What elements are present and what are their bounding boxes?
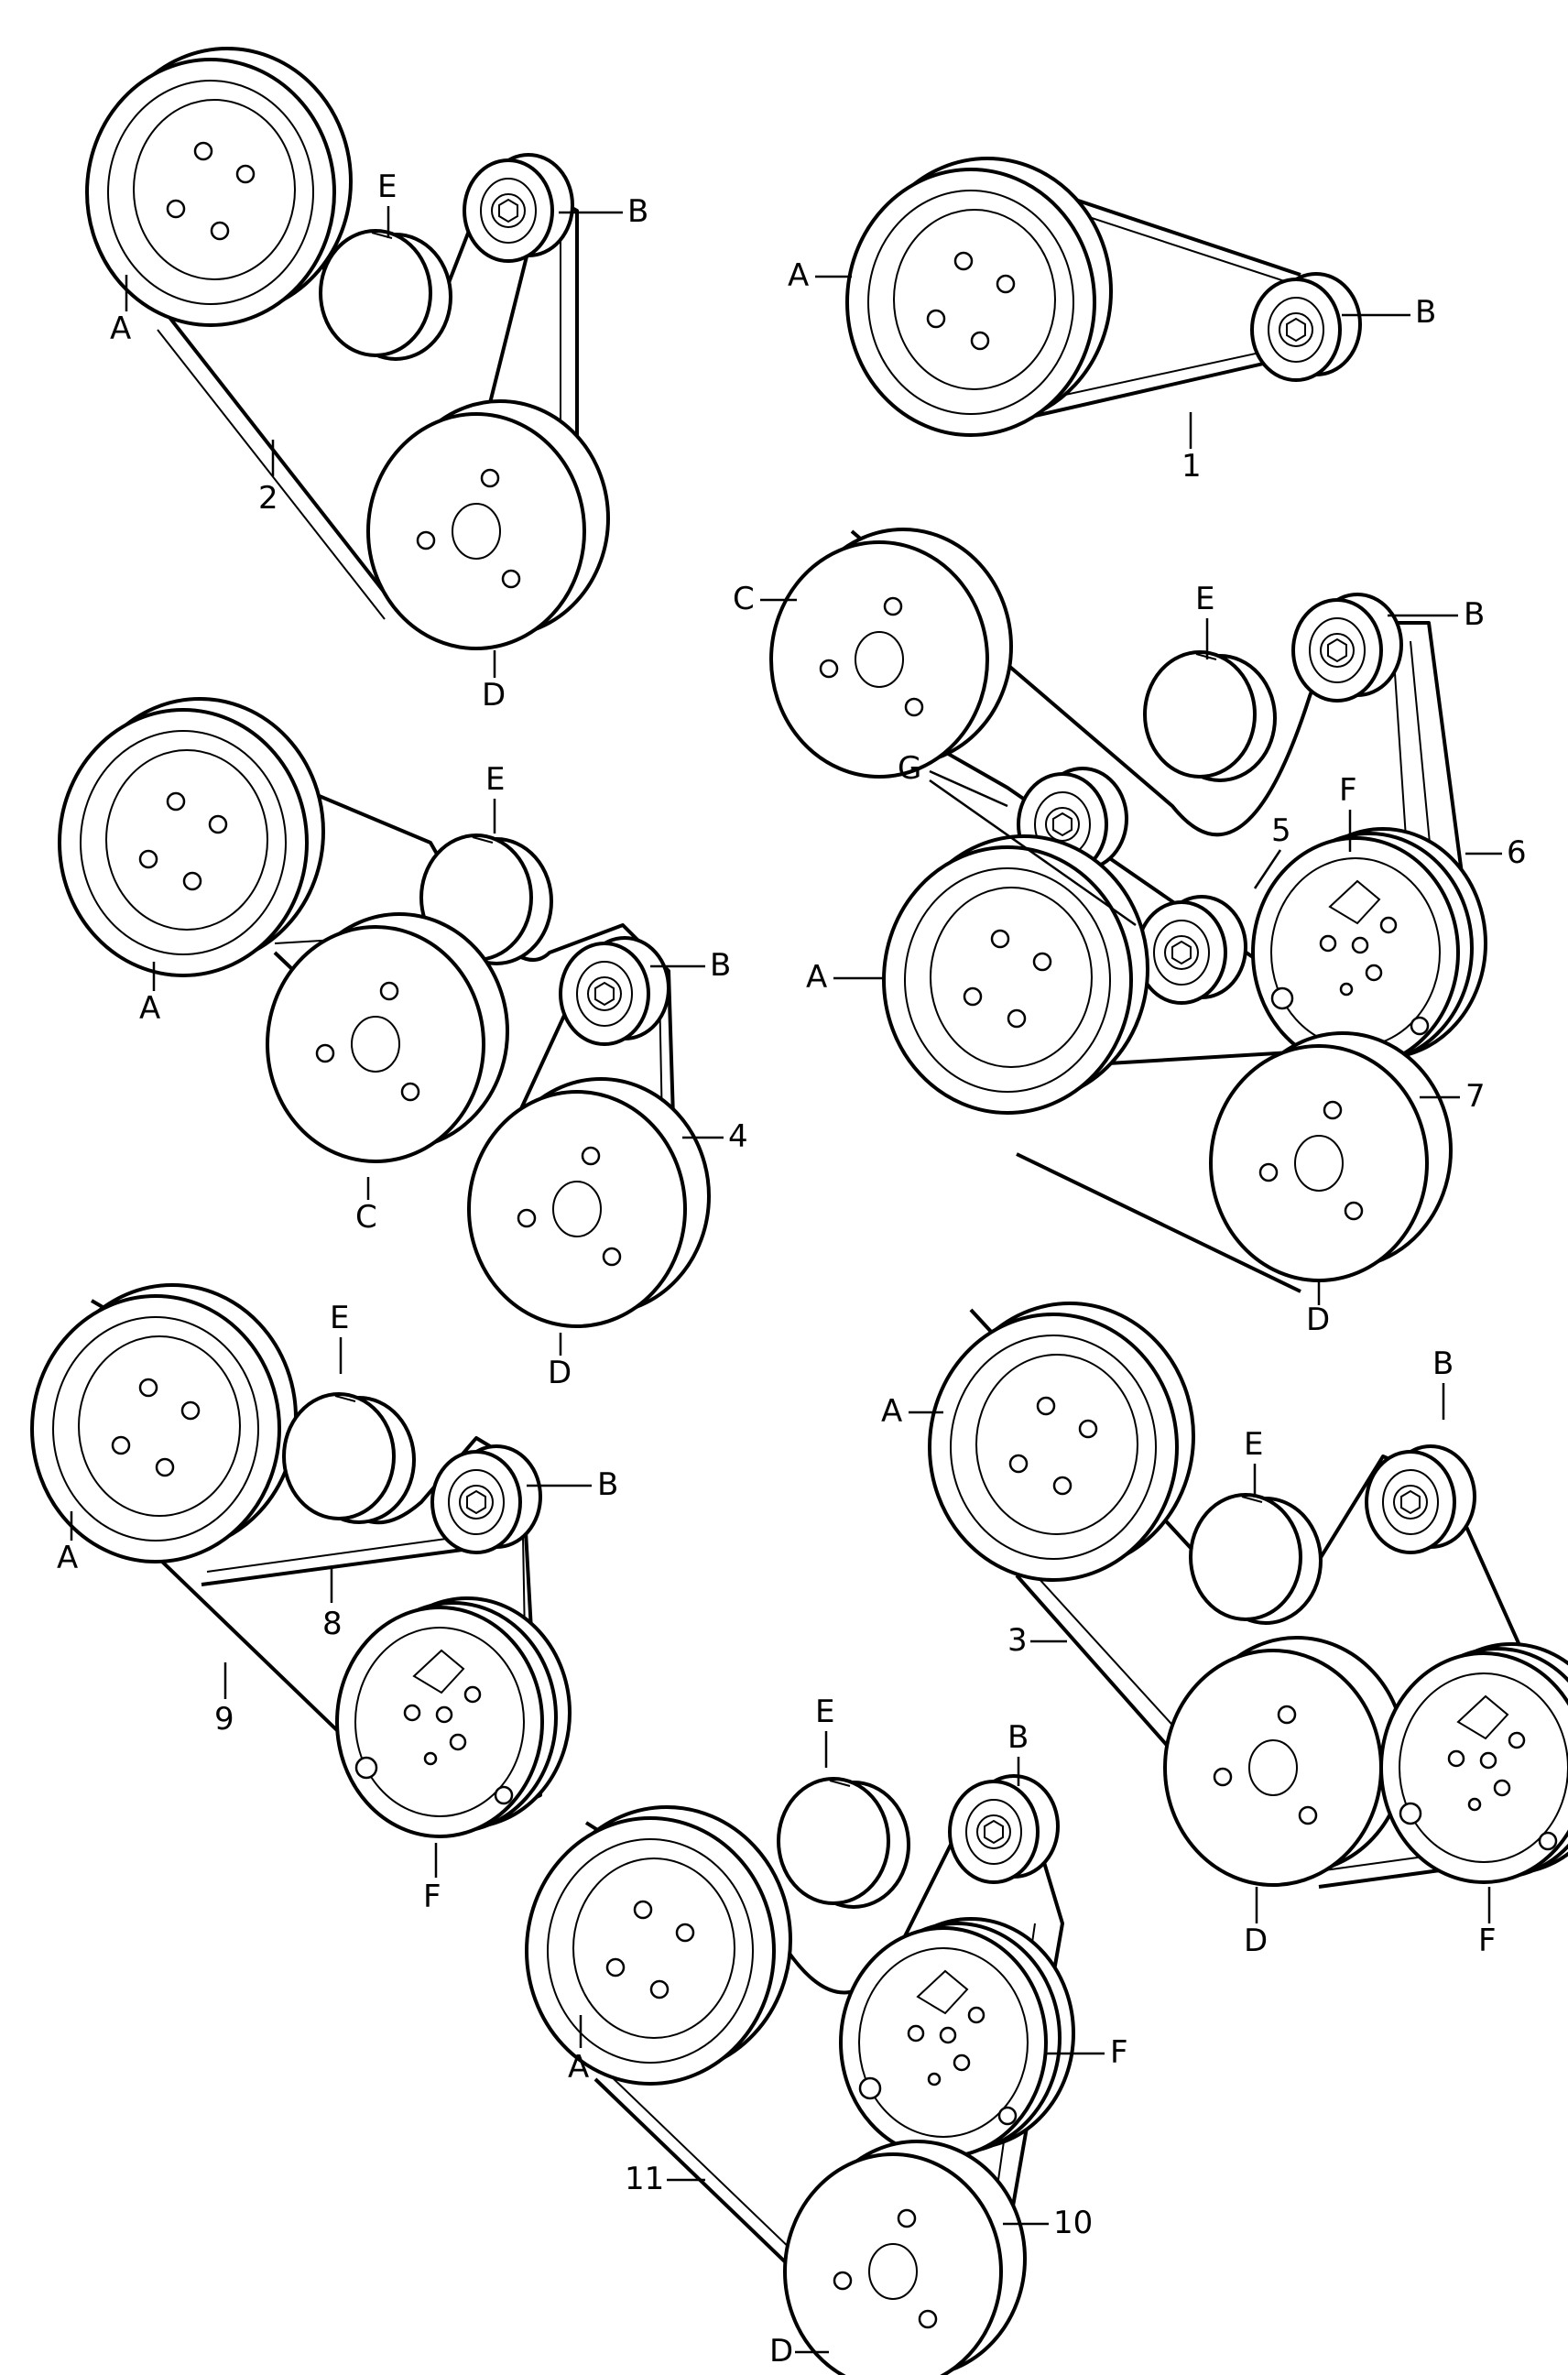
label-e-2: E [377, 169, 397, 205]
label-f-7: F [1110, 2034, 1128, 2071]
label-f-6: F [1478, 1923, 1497, 1959]
label-a-1: A [788, 257, 809, 294]
label-belt-5: 5 [1271, 812, 1291, 849]
label-belt-7: 7 [1465, 1078, 1486, 1115]
label-belt-6: 6 [1507, 834, 1527, 871]
label-belt-3: 3 [1007, 1622, 1028, 1659]
layout-belt-1 [845, 157, 1362, 437]
label-belt-11: 11 [625, 2161, 664, 2197]
label-a-2: A [110, 310, 131, 347]
label-d-7: D [769, 2333, 793, 2370]
layout-belt-3 [928, 1302, 1568, 1889]
label-belt-10: 10 [1053, 2205, 1093, 2241]
label-belt-2: 2 [258, 480, 278, 517]
label-f-3: F [1339, 772, 1357, 809]
layout-belts-10-11 [525, 1774, 1075, 2375]
label-b-6: B [1432, 1345, 1454, 1382]
label-f-5: F [423, 1879, 441, 1915]
label-g-3: G [898, 750, 921, 787]
label-a-7: A [568, 2049, 589, 2086]
label-b-4: B [710, 947, 731, 984]
label-b-2: B [627, 193, 648, 230]
label-a-5: A [57, 1540, 78, 1576]
label-d-4: D [548, 1355, 572, 1391]
label-e-7: E [815, 1694, 834, 1730]
label-belt-1: 1 [1181, 448, 1202, 485]
label-belt-9: 9 [214, 1701, 234, 1738]
layout-belt-4 [58, 697, 711, 1328]
layout-belt-2 [85, 47, 610, 650]
layout-belts-5-6-7 [769, 528, 1487, 1293]
label-e-6: E [1244, 1426, 1263, 1463]
label-a-3: A [806, 959, 827, 996]
layout-belts-8-9 [30, 1283, 572, 1838]
label-d-6: D [1244, 1923, 1268, 1959]
label-belt-4: 4 [728, 1118, 748, 1155]
label-b-1: B [1415, 294, 1436, 331]
label-d-3: D [1306, 1302, 1330, 1338]
label-b-5: B [597, 1466, 618, 1503]
label-e-4: E [485, 761, 505, 798]
label-e-3: E [1195, 581, 1214, 617]
label-b-3: B [1464, 596, 1485, 633]
label-c-3: C [733, 581, 755, 617]
label-c-4: C [355, 1199, 377, 1236]
label-a-6: A [881, 1393, 902, 1430]
label-a-4: A [139, 990, 160, 1027]
label-e-5: E [330, 1300, 349, 1336]
label-belt-8: 8 [322, 1606, 343, 1642]
label-d-2: D [482, 677, 506, 714]
label-b-7: B [1007, 1719, 1029, 1756]
